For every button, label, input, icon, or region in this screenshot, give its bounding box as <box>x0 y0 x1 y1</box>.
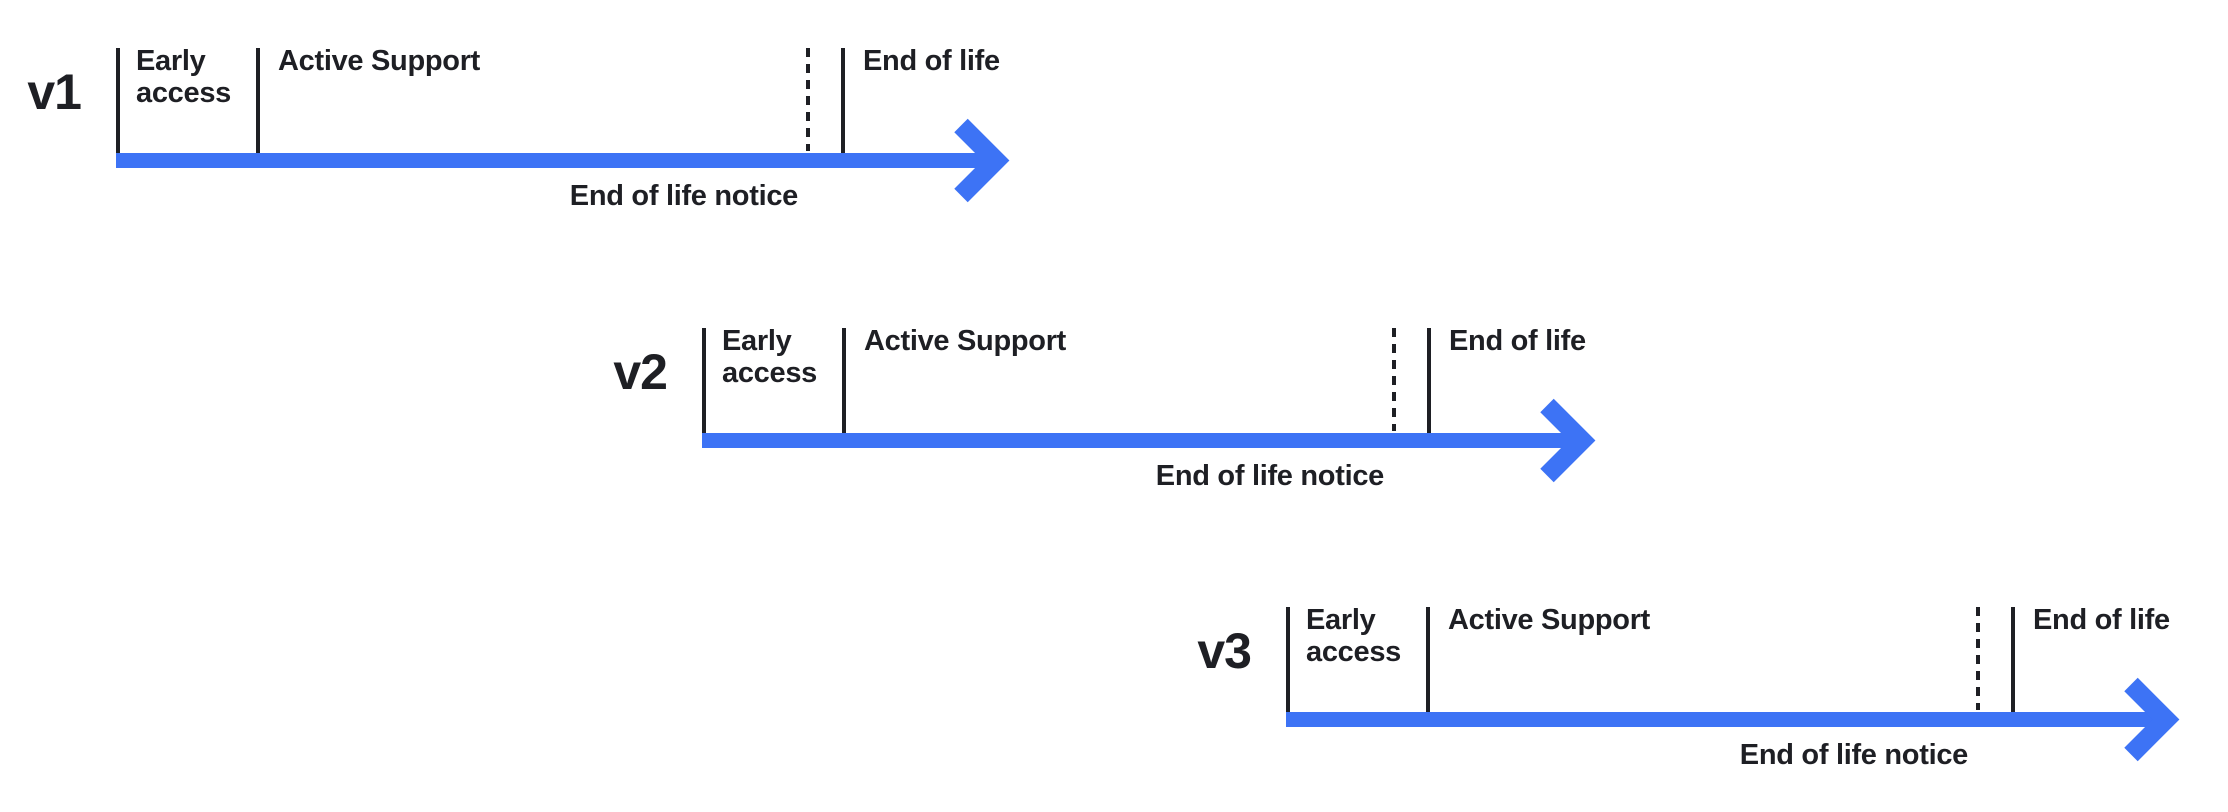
release-tick <box>702 328 706 433</box>
eol-notice-dashed-line <box>1392 328 1396 431</box>
early-access-label: Early access <box>136 45 231 109</box>
early-access-label: Early access <box>722 325 817 389</box>
active-support-start-tick <box>1426 607 1430 712</box>
active-support-start-tick <box>256 48 260 153</box>
end-of-life-label: End of life <box>2033 604 2170 636</box>
end-of-life-label: End of life <box>863 45 1000 77</box>
active-support-label: Active Support <box>864 325 1067 357</box>
arrowhead-chevron-icon <box>1540 398 1596 483</box>
active-support-label: Active Support <box>278 45 481 77</box>
end-of-life-notice-label: End of life notice <box>1155 460 1385 492</box>
eol-notice-dashed-line <box>806 48 810 151</box>
timeline-arrow <box>1286 677 2180 762</box>
version-label: v1 <box>27 64 82 120</box>
end-of-life-notice-label: End of life notice <box>1739 739 1969 771</box>
end-of-life-tick <box>1427 328 1431 433</box>
eol-notice-dashed-line <box>1976 607 1980 710</box>
end-of-life-tick <box>841 48 845 153</box>
timeline-arrow <box>116 118 1010 203</box>
version-label: v3 <box>1197 623 1252 679</box>
arrowhead-chevron-icon <box>954 118 1010 203</box>
release-tick <box>116 48 120 153</box>
end-of-life-tick <box>2011 607 2015 712</box>
timeline-arrow <box>702 398 1596 483</box>
arrowhead-chevron-icon <box>2124 677 2180 762</box>
release-tick <box>1286 607 1290 712</box>
end-of-life-label: End of life <box>1449 325 1586 357</box>
active-support-label: Active Support <box>1448 604 1651 636</box>
active-support-start-tick <box>842 328 846 433</box>
end-of-life-notice-label: End of life notice <box>569 180 799 212</box>
version-label: v2 <box>613 344 668 400</box>
early-access-label: Early access <box>1306 604 1401 668</box>
